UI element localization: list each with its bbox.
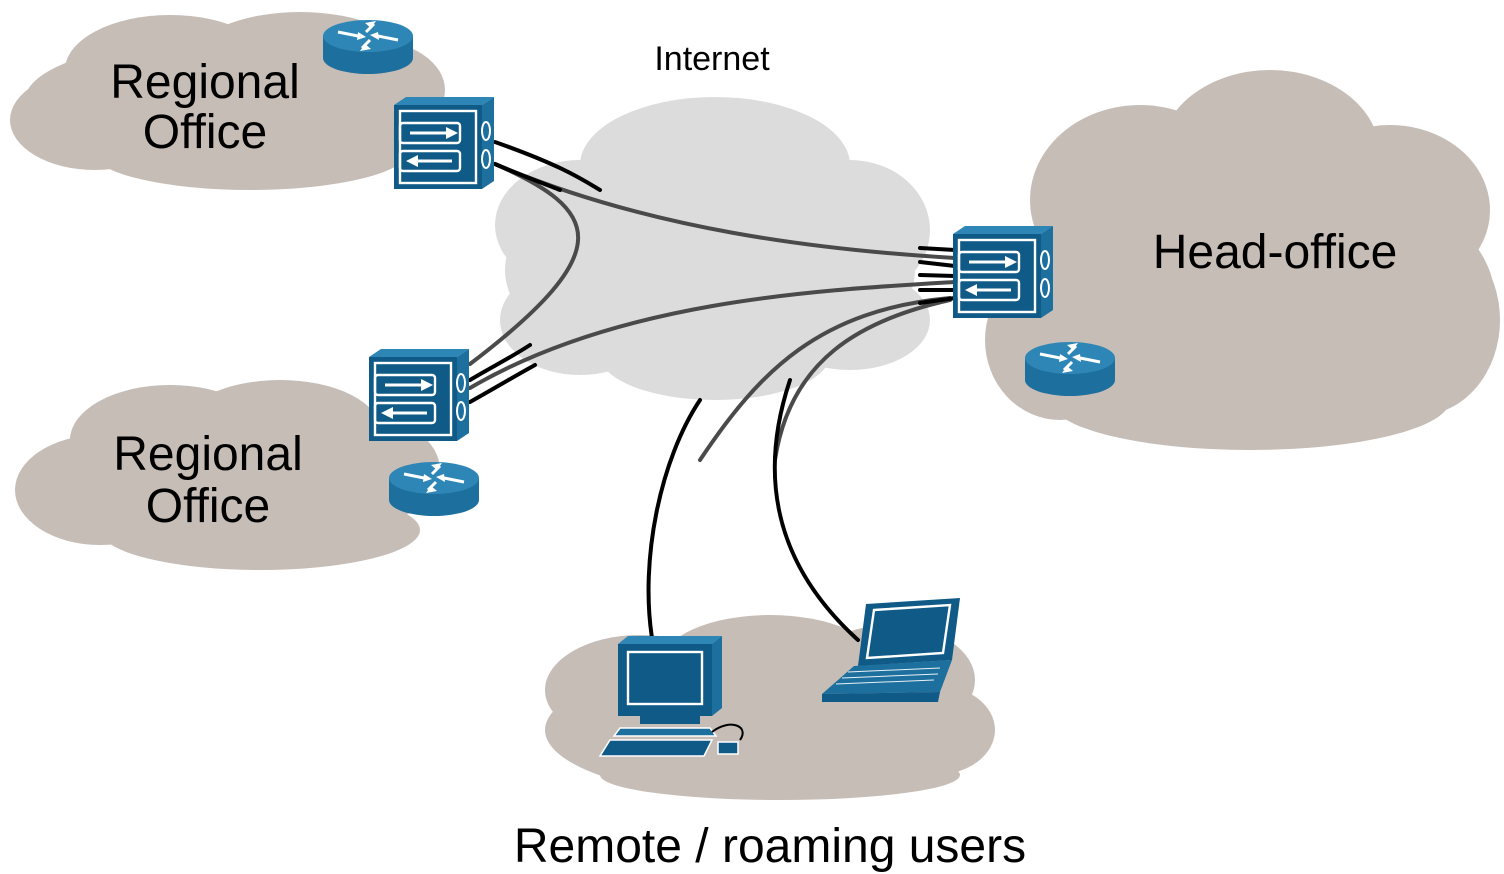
firewall-icon	[367, 347, 471, 443]
internet-label: Internet	[654, 40, 770, 78]
desktop-computer-icon	[598, 636, 744, 757]
regional-office-bottom-label-line1: Regional	[113, 428, 302, 481]
regional-office-top-cloud	[10, 12, 445, 190]
laptop-icon	[822, 598, 960, 702]
network-links	[468, 140, 957, 642]
router-icon	[321, 18, 415, 76]
remote-users-label: Remote / roaming users	[514, 820, 1026, 873]
router-icon	[1023, 340, 1117, 398]
regional-office-bottom-label-line2: Office	[146, 480, 271, 533]
firewall-icon	[392, 95, 496, 191]
firewall-icon	[951, 224, 1055, 320]
internet-cloud	[495, 97, 930, 400]
head-office-label: Head-office	[1153, 226, 1398, 279]
router-icon	[387, 460, 481, 518]
regional-office-top-label-line1: Regional	[110, 56, 299, 109]
regional-office-top-label-line2: Office	[143, 106, 268, 159]
